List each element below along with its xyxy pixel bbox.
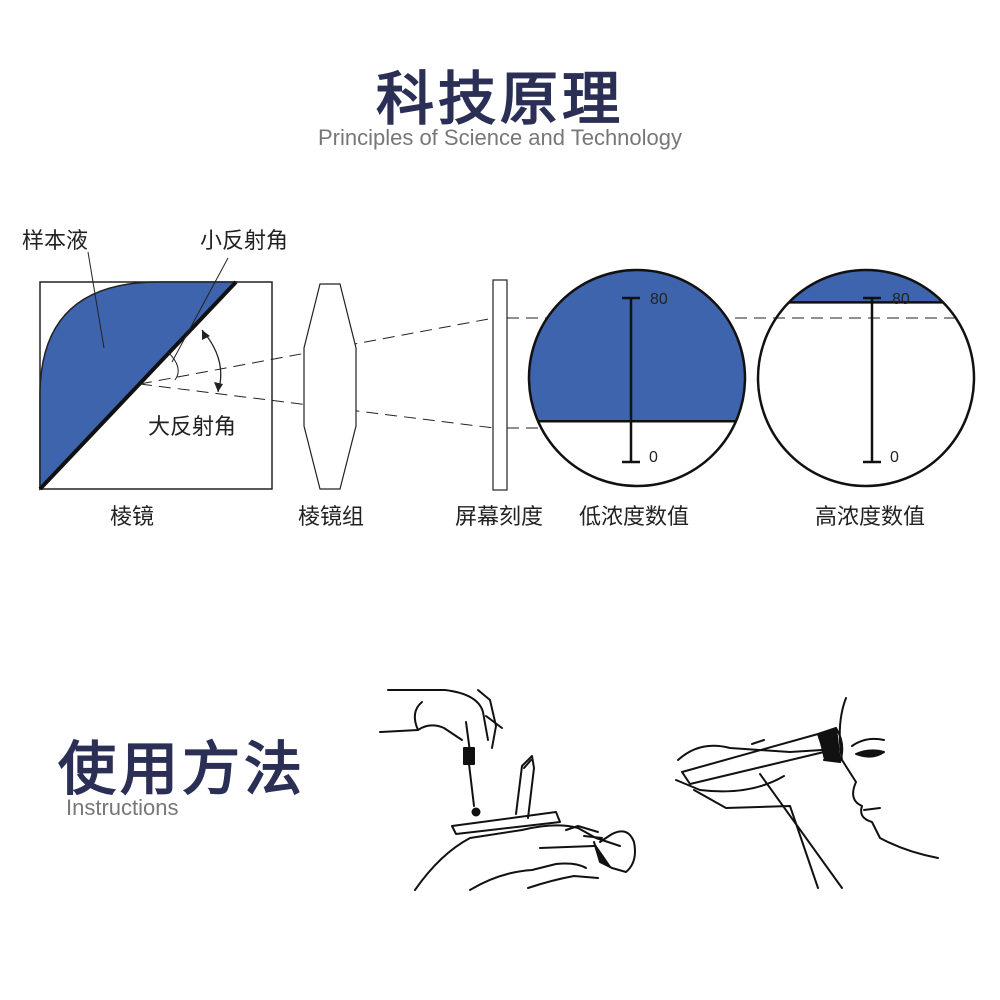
small-angle-leader (171, 257, 229, 363)
small-angle-arc (167, 351, 179, 381)
prism-group (303, 283, 357, 490)
prism (38, 280, 273, 491)
large-angle-arc (201, 329, 222, 393)
arc-arrowhead-bottom (214, 382, 223, 392)
label-large-reflection-angle: 大反射角 (148, 415, 236, 440)
page-title: 科技原理 (375, 65, 624, 133)
label-small-reflection-angle: 小反射角 (200, 229, 288, 254)
viewing-eyepiece-illustration (675, 697, 939, 889)
high-scale-min: 0 (890, 449, 899, 466)
instructions-title: 使用方法 (58, 735, 307, 803)
label-sample-liquid: 样本液 (22, 229, 88, 254)
screen-scale-plate (492, 279, 508, 491)
low-reading-fill (529, 270, 745, 422)
page-subtitle: Principles of Science and Technology (317, 125, 683, 150)
low-concentration-view: 80 0 (527, 268, 747, 488)
instructions-subtitle: Instructions (66, 795, 179, 820)
low-scale-max: 80 (650, 291, 668, 308)
sample-liquid-leader (87, 251, 105, 349)
dropper-on-prism-illustration (379, 689, 636, 891)
label-high-concentration: 高浓度数值 (815, 505, 925, 530)
label-low-concentration: 低浓度数值 (579, 505, 689, 530)
high-view-circle (756, 268, 976, 488)
label-prism-group: 棱镜组 (298, 505, 364, 530)
prism-interface (38, 280, 238, 491)
label-screen-scale: 屏幕刻度 (455, 505, 543, 530)
high-concentration-view: 80 0 (756, 268, 976, 488)
low-scale-min: 0 (649, 449, 658, 466)
label-prism: 棱镜 (110, 505, 154, 530)
high-scale-max: 80 (892, 291, 910, 308)
arc-arrowhead-top (202, 330, 210, 340)
low-view-circle (527, 268, 747, 488)
